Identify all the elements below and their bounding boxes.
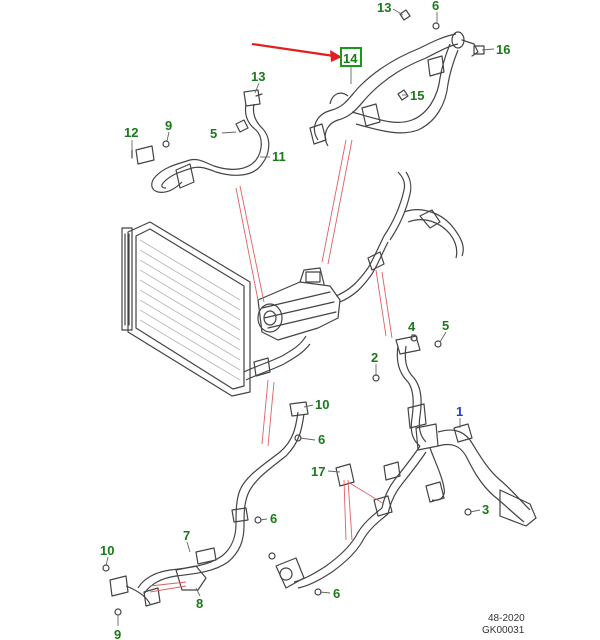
reference-code: 48-2020 GK00031 xyxy=(482,613,525,636)
leader-lines xyxy=(105,8,495,626)
callout-6: 6 xyxy=(318,432,325,447)
callout-5: 5 xyxy=(442,318,449,333)
callout-11: 11 xyxy=(272,149,286,164)
callout-16: 16 xyxy=(496,42,510,57)
reference-lines xyxy=(149,139,393,593)
callout-6: 6 xyxy=(432,0,439,13)
pointer-arrow xyxy=(251,42,342,62)
callout-3: 3 xyxy=(482,502,489,517)
callout-13: 13 xyxy=(251,69,265,84)
callout-14: 14 xyxy=(343,51,358,66)
callout-12: 12 xyxy=(124,125,138,140)
callout-7: 7 xyxy=(183,528,190,543)
callout-14-highlight xyxy=(340,47,362,67)
callouts: 13 6 16 14 15 13 12 9 5 11 4 5 2 1 10 6 … xyxy=(100,0,510,640)
reference-line-1: 48-2020 xyxy=(488,613,525,624)
callout-15: 15 xyxy=(410,88,424,103)
callout-10: 10 xyxy=(100,543,114,558)
callout-1: 1 xyxy=(456,404,463,419)
callout-9: 9 xyxy=(114,627,121,640)
callout-6: 6 xyxy=(333,586,340,601)
callout-6: 6 xyxy=(270,511,277,526)
callout-8: 8 xyxy=(196,596,203,611)
left-hose-assembly xyxy=(131,89,270,193)
callout-2: 2 xyxy=(371,350,378,365)
main-hose-assembly xyxy=(268,334,537,596)
compressor xyxy=(257,171,464,341)
callout-10: 10 xyxy=(315,397,329,412)
liquid-line-assembly xyxy=(102,335,311,616)
condenser xyxy=(121,221,251,397)
callout-13: 13 xyxy=(377,0,391,15)
callout-5: 5 xyxy=(210,126,217,141)
callout-9: 9 xyxy=(165,118,172,133)
upper-hose-assembly xyxy=(309,9,485,147)
callout-4: 4 xyxy=(408,319,416,334)
callout-17: 17 xyxy=(311,464,325,479)
reference-line-2: GK00031 xyxy=(482,625,525,636)
